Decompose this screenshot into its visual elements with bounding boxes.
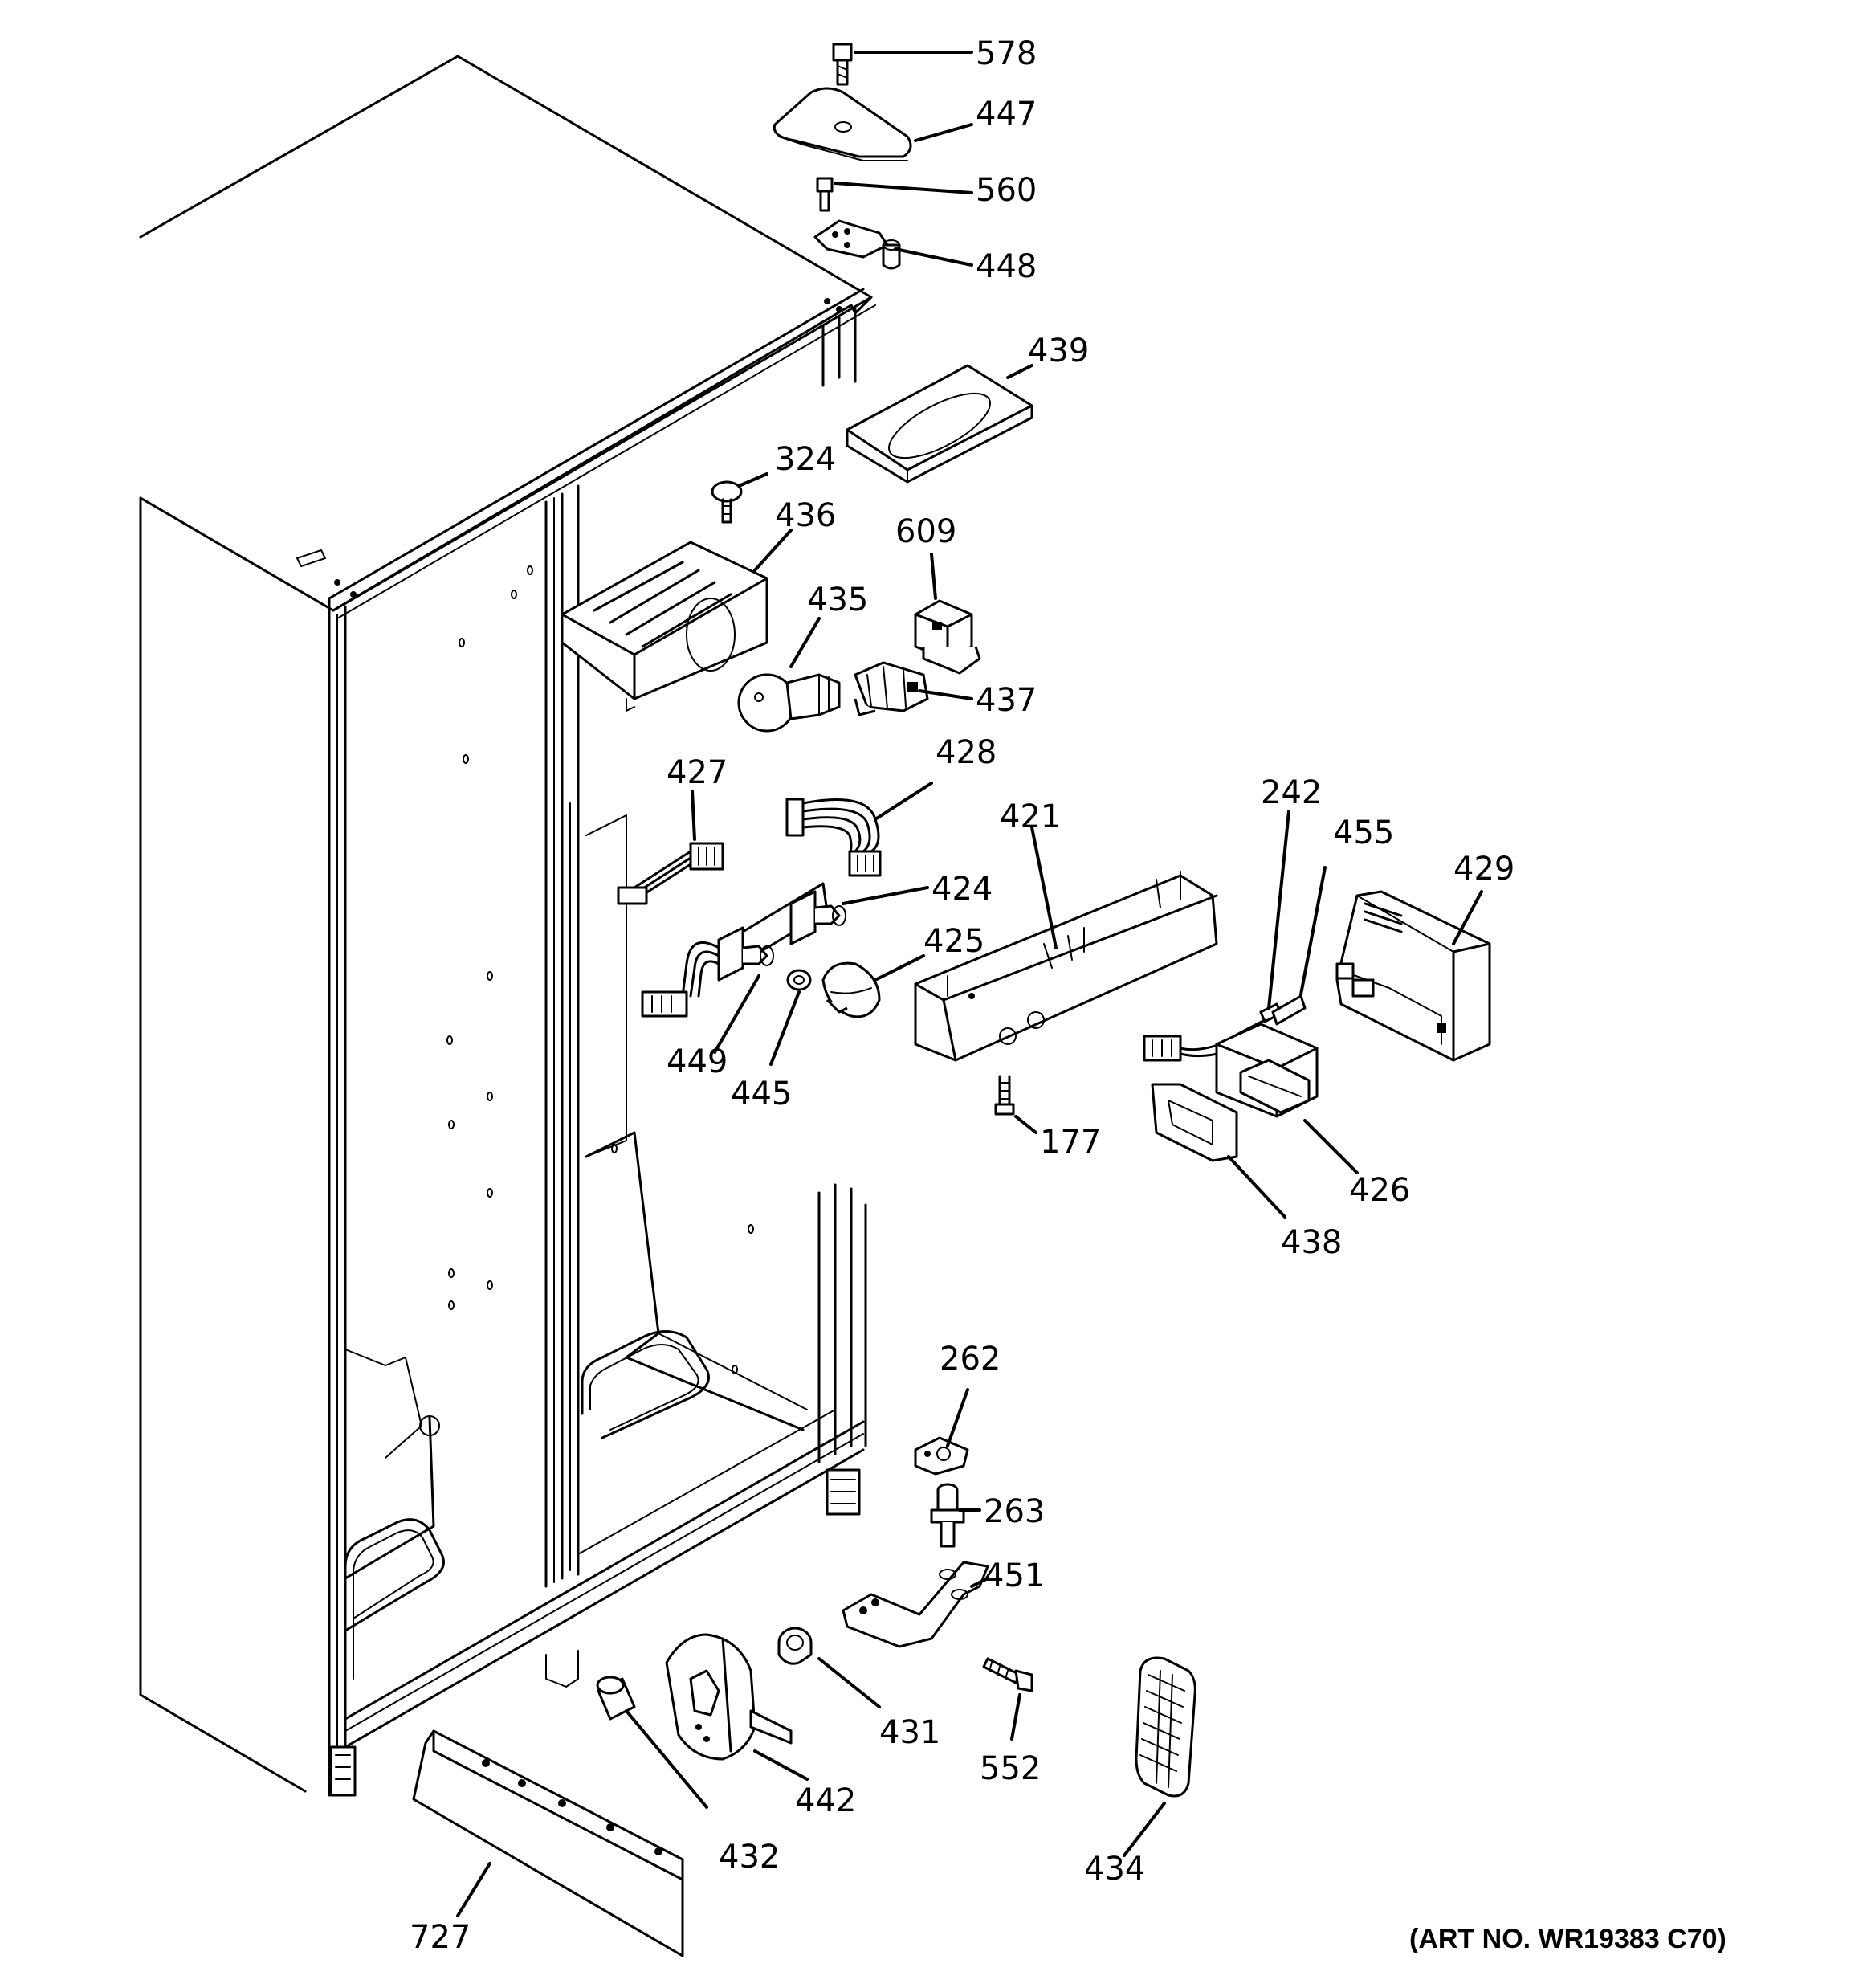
part-451-bottom-hinge (842, 1561, 989, 1648)
callout-455: 455 (1333, 814, 1394, 851)
callout-552: 552 (980, 1750, 1041, 1787)
callout-428: 428 (936, 734, 997, 771)
callout-432: 432 (719, 1839, 780, 1876)
callout-429: 429 (1453, 851, 1514, 888)
callout-445: 445 (731, 1076, 792, 1112)
callout-437: 437 (976, 682, 1037, 719)
callout-431: 431 (879, 1714, 940, 1751)
part-425-control-knob (821, 961, 881, 1018)
part-437-light-socket (854, 661, 929, 716)
callout-263: 263 (984, 1493, 1045, 1530)
callout-427: 427 (667, 754, 728, 791)
part-448-top-hinge (813, 219, 901, 270)
part-438-bezel (1151, 1083, 1238, 1162)
part-429-dispenser-housing (1335, 890, 1491, 1062)
callout-439: 439 (1028, 333, 1089, 369)
callout-442: 442 (795, 1782, 856, 1819)
part-439-light-shield (846, 364, 1033, 484)
part-436-light-housing (561, 541, 768, 712)
callout-435: 435 (807, 582, 868, 618)
callout-727: 727 (410, 1919, 471, 1956)
callout-177: 177 (1040, 1124, 1101, 1161)
callout-262: 262 (940, 1341, 1001, 1378)
part-455-sensor-clip (1271, 994, 1307, 1026)
part-263-hinge-pin (930, 1483, 965, 1548)
callout-448: 448 (976, 248, 1037, 285)
art-number: (ART NO. WR19383 C70) (1409, 1924, 1726, 1954)
part-324-push-pin (711, 480, 743, 524)
callout-425: 425 (923, 923, 984, 960)
part-552-screw (982, 1657, 1033, 1692)
part-434-grille (1135, 1656, 1196, 1798)
part-447-hinge-cover (773, 87, 912, 161)
part-609-door-switch (914, 599, 981, 675)
callout-578: 578 (976, 35, 1037, 72)
leader-lines (456, 51, 1483, 1917)
callout-421: 421 (1000, 798, 1061, 835)
cabinet-drawing (139, 55, 876, 1797)
callout-560: 560 (976, 172, 1037, 209)
callout-labels: 578 447 560 448 439 324 436 609 435 437 … (410, 35, 1514, 1956)
part-578-screw (832, 43, 853, 86)
callout-451: 451 (984, 1557, 1045, 1594)
part-431-cap (777, 1627, 813, 1665)
callout-447: 447 (976, 96, 1037, 133)
cabinet-mounting-holes (419, 565, 754, 1436)
part-428-wire-harness (785, 798, 882, 877)
callout-424: 424 (932, 871, 993, 908)
callout-242: 242 (1261, 774, 1322, 811)
part-426-switch-module (1143, 1018, 1319, 1118)
part-421-control-housing (914, 871, 1218, 1062)
callout-426: 426 (1349, 1172, 1410, 1209)
callout-449: 449 (667, 1043, 728, 1080)
part-424-control-assembly (641, 882, 846, 1018)
part-427-wire-harness (617, 842, 724, 905)
part-177-screw (994, 1075, 1015, 1116)
callout-434: 434 (1084, 1851, 1145, 1888)
callout-438: 438 (1281, 1224, 1342, 1261)
part-442-damper-motor (665, 1633, 793, 1761)
callout-324: 324 (775, 441, 836, 478)
callout-436: 436 (775, 497, 836, 534)
part-262-hinge-bushing (914, 1436, 969, 1476)
part-432-sleeve (596, 1676, 636, 1721)
part-560-screw (816, 177, 834, 212)
part-445-bushing (786, 969, 812, 991)
part-727-kickplate (412, 1729, 684, 1957)
part-435-light-bulb (737, 673, 841, 733)
callout-609: 609 (895, 513, 956, 550)
